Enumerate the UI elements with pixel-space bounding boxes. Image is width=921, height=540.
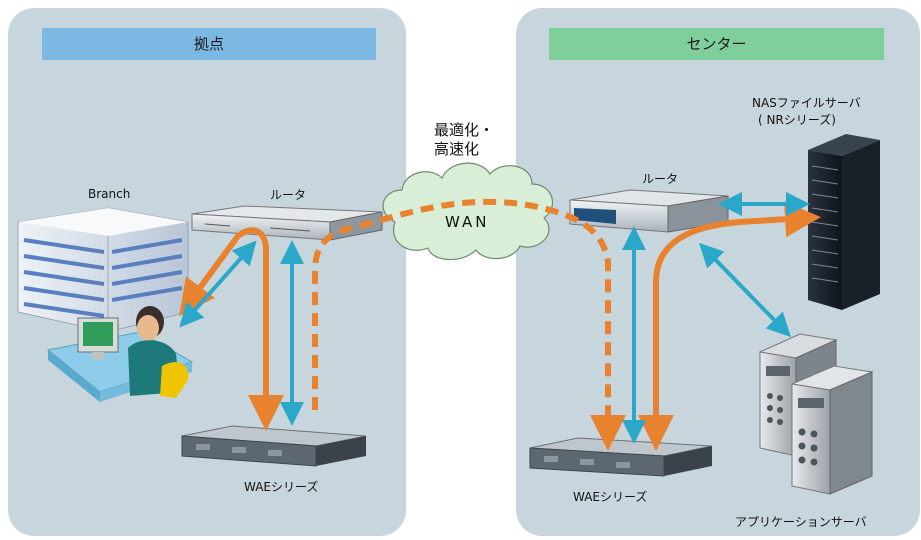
nas-label-line2: ( NRシリーズ)	[758, 113, 836, 127]
optimization-label-line2: 高速化	[434, 140, 480, 158]
right-wae-label: WAEシリーズ	[573, 490, 648, 504]
right-wae-device-icon	[529, 437, 713, 477]
right-orange-arrow	[638, 201, 821, 451]
nas-file-server-icon	[808, 134, 880, 310]
left-wae-device-icon	[181, 425, 367, 467]
wan-label: WAN	[445, 213, 490, 231]
left-router-label: ルータ	[270, 188, 307, 202]
branch-label: Branch	[88, 187, 131, 201]
right-blue-arrow-app-server	[699, 242, 791, 338]
wan-cloud	[382, 162, 554, 261]
left-site-header: 拠点	[42, 28, 376, 60]
right-router-label: ルータ	[642, 172, 679, 186]
user-workstation-icon	[46, 306, 194, 402]
right-site-header: センター	[549, 28, 884, 60]
application-server-icon	[758, 333, 874, 495]
left-wae-label: WAEシリーズ	[244, 480, 319, 494]
left-orange-arrow	[179, 227, 284, 431]
wan-dashed-path	[312, 198, 626, 451]
app-server-label: アプリケーションサーバ	[735, 515, 867, 529]
nas-label-line1: NASファイルサーバ	[752, 96, 861, 110]
branch-building-icon	[17, 207, 189, 333]
optimization-label-line1: 最適化・	[434, 121, 495, 139]
left-blue-arrow-user	[179, 240, 257, 328]
left-router-icon	[191, 205, 383, 241]
